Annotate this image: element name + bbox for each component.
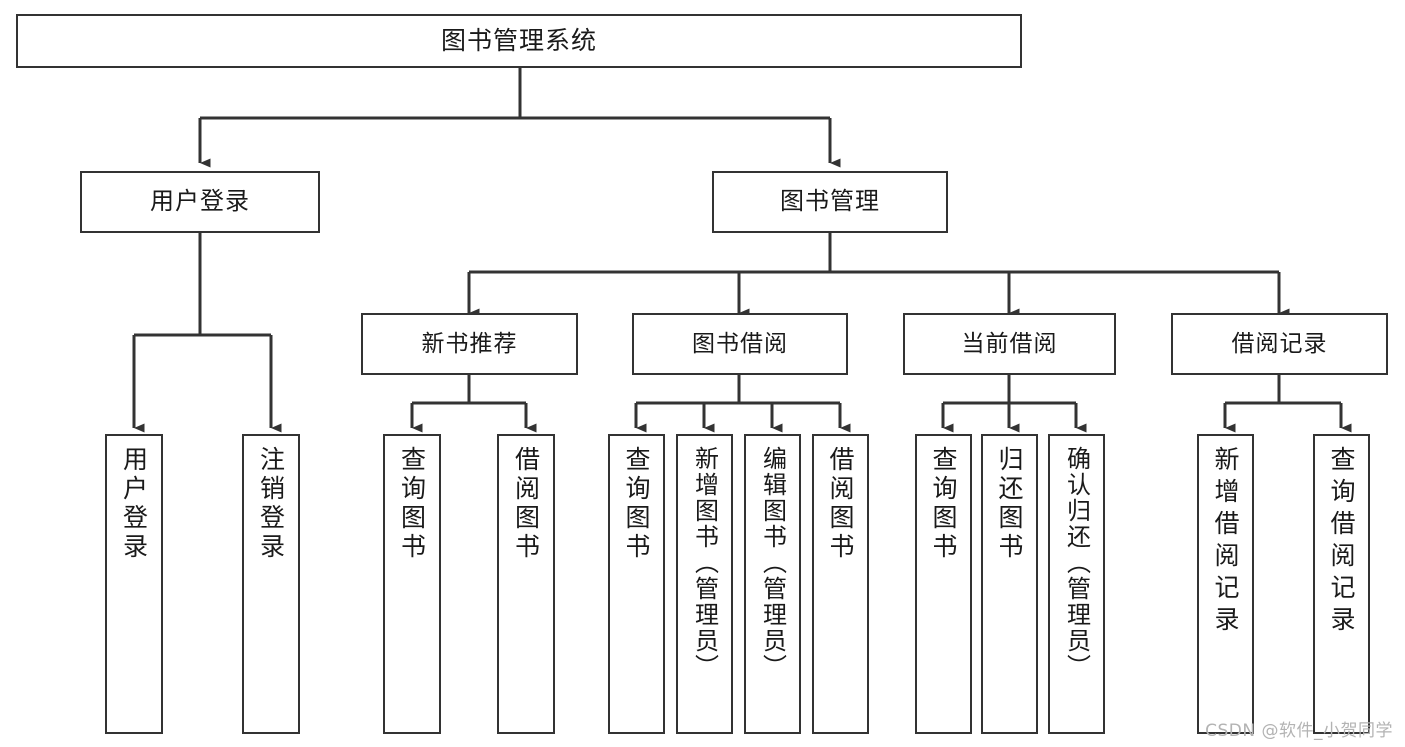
node-label: 注销登录 [256, 446, 286, 562]
node-label: 新增借阅记录 [1211, 446, 1240, 638]
leaf-user-login[interactable]: 用户登录 [105, 434, 163, 734]
node-label: 用户登录 [119, 446, 149, 562]
node-label: 用户登录 [150, 187, 250, 216]
leaf-add-book-admin[interactable]: 新增图书（管理员） [676, 434, 733, 734]
node-label: 查询借阅记录 [1327, 446, 1356, 638]
watermark-text: CSDN @软件_小贺同学 [1205, 721, 1393, 741]
node-label: 借阅图书 [511, 446, 541, 562]
node-root-book-management-system[interactable]: 图书管理系统 [16, 14, 1022, 68]
leaf-query-book-recommend[interactable]: 查询图书 [383, 434, 441, 734]
node-label: 图书管理系统 [440, 25, 597, 55]
node-new-book-recommend[interactable]: 新书推荐 [361, 313, 578, 375]
node-label: 借阅记录 [1231, 330, 1328, 357]
node-label: 新增图书（管理员） [690, 446, 719, 680]
leaf-query-borrow-record[interactable]: 查询借阅记录 [1313, 434, 1370, 734]
leaf-borrow-book-recommend[interactable]: 借阅图书 [497, 434, 555, 734]
node-label: 查询图书 [929, 446, 958, 562]
node-book-management[interactable]: 图书管理 [712, 171, 948, 233]
node-label: 借阅图书 [826, 446, 855, 562]
node-current-borrow[interactable]: 当前借阅 [903, 313, 1116, 375]
node-label: 图书借阅 [692, 330, 788, 357]
leaf-confirm-return-admin[interactable]: 确认归还（管理员） [1048, 434, 1105, 734]
node-label: 图书管理 [780, 187, 880, 216]
node-label: 编辑图书（管理员） [758, 446, 787, 680]
node-borrow-record[interactable]: 借阅记录 [1171, 313, 1388, 375]
leaf-query-book-current[interactable]: 查询图书 [915, 434, 972, 734]
node-label: 查询图书 [397, 446, 427, 562]
node-label: 当前借阅 [961, 330, 1058, 357]
leaf-add-borrow-record[interactable]: 新增借阅记录 [1197, 434, 1254, 734]
node-label: 查询图书 [622, 446, 651, 562]
leaf-borrow-book-borrow[interactable]: 借阅图书 [812, 434, 869, 734]
leaf-logout-login[interactable]: 注销登录 [242, 434, 300, 734]
leaf-query-book-borrow[interactable]: 查询图书 [608, 434, 665, 734]
node-label: 归还图书 [995, 446, 1024, 562]
leaf-edit-book-admin[interactable]: 编辑图书（管理员） [744, 434, 801, 734]
node-label: 确认归还（管理员） [1062, 446, 1091, 680]
leaf-return-book[interactable]: 归还图书 [981, 434, 1038, 734]
node-user-login[interactable]: 用户登录 [80, 171, 320, 233]
node-label: 新书推荐 [421, 330, 518, 357]
node-book-borrow[interactable]: 图书借阅 [632, 313, 848, 375]
